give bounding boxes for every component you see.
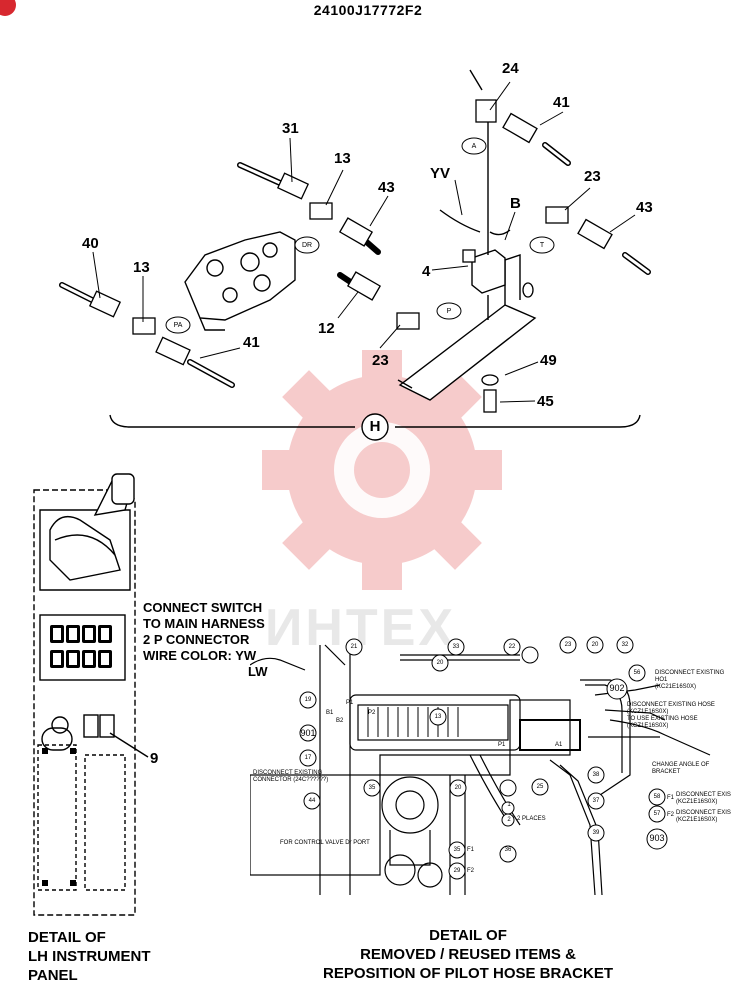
callout-23b: 23 <box>372 352 389 369</box>
lh-panel-note: CONNECT SWITCH TO MAIN HARNESS 2 P CONNE… <box>143 600 293 680</box>
pilot-callout-32: 32 <box>621 642 629 648</box>
pilot-callout-20: 20 <box>591 642 599 648</box>
note-disconnect-hose-2: DISCONNECT EXISTING HOSE (KCZ1E16S0X) TO… <box>627 702 715 729</box>
callout-23: 23 <box>584 168 601 185</box>
note-two-places: 2 PLACES <box>517 816 546 822</box>
pilot-callout-17: 17 <box>304 755 312 761</box>
label-f1b: F1 <box>667 795 675 801</box>
caption-line-1: DETAIL OF <box>28 929 106 946</box>
pilot-callout-39: 39 <box>592 830 600 836</box>
lh-panel-caption: DETAIL OF LH INSTRUMENT PANEL <box>28 928 151 985</box>
pilot-callout-29: 29 <box>453 868 461 874</box>
corner-badge <box>0 0 16 16</box>
callout-13: 13 <box>334 150 351 167</box>
pilot-callout-35b: 35 <box>453 847 461 853</box>
pilot-callout-33: 33 <box>452 644 460 650</box>
callout-9: 9 <box>150 750 159 767</box>
pilot-callout-20b: 20 <box>436 660 444 666</box>
watermark-gear-icon <box>262 350 502 590</box>
part-number-title: 24100J17772F2 <box>313 2 423 18</box>
note-line-4: WIRE COLOR: YW <box>143 648 257 663</box>
caption-line-3: REPOSITION OF PILOT HOSE BRACKET <box>322 965 614 982</box>
port-label-t: T <box>539 242 545 249</box>
label-1: 1 <box>507 802 511 808</box>
note-line-2: TO MAIN HARNESS <box>143 616 265 631</box>
pilot-callout-38: 38 <box>592 772 600 778</box>
pilot-callout-23: 23 <box>564 642 572 648</box>
note-change-angle: CHANGE ANGLE OF BRACKET <box>652 762 710 775</box>
callout-43b: 43 <box>636 199 653 216</box>
port-label-pa: PA <box>173 322 183 329</box>
note-disconnect-hose-1: DISCONNECT EXISTING HO1 (KC21E16S0X) <box>655 670 725 690</box>
caption-line-3: PANEL <box>28 967 78 984</box>
label-f1: F1 <box>467 847 475 853</box>
callout-41b: 41 <box>243 334 260 351</box>
label-a1: A1 <box>555 742 563 748</box>
pilot-callout-901: 901 <box>300 728 316 738</box>
port-label-a: A <box>471 143 477 150</box>
note-disconnect-exis-1: DISCONNECT EXIS (KCZ1E16S0X) <box>676 792 731 805</box>
caption-line-1: DETAIL OF <box>429 927 507 944</box>
lh-instrument-panel-drawing <box>33 473 149 916</box>
label-b2: B2 <box>336 718 344 724</box>
note-control-valve-port: FOR CONTROL VALVE Dr PORT <box>280 840 370 846</box>
label-b1: B1 <box>326 710 334 716</box>
pilot-callout-37: 37 <box>592 798 600 804</box>
pilot-callout-35: 35 <box>368 785 376 791</box>
callout-24: 24 <box>502 60 519 77</box>
pilot-callout-19: 19 <box>304 697 312 703</box>
note-line-5: LW <box>248 664 268 679</box>
pilot-callout-36: 36 <box>504 847 512 853</box>
label-2: 2 <box>507 817 511 823</box>
caption-line-2: REMOVED / REUSED ITEMS & <box>360 946 576 963</box>
pilot-callout-21: 21 <box>350 644 358 650</box>
callout-45: 45 <box>537 393 554 410</box>
port-label-p: P <box>446 308 452 315</box>
pilot-callout-902: 902 <box>609 683 625 693</box>
callout-12: 12 <box>318 320 335 337</box>
label-p1b: P1 <box>498 742 506 748</box>
callout-40: 40 <box>82 235 99 252</box>
port-label-dr: DR <box>301 242 313 249</box>
pilot-callout-22: 22 <box>508 644 516 650</box>
note-disconnect-connector: DISCONNECT EXISTING CONNECTOR (24C??????… <box>253 770 329 783</box>
label-p1: P1 <box>346 700 354 706</box>
note-disconnect-exis-2: DISCONNECT EXIS (KCZ1E16S0X) <box>676 810 731 823</box>
caption-line-2: LH INSTRUMENT <box>28 948 151 965</box>
callout-13b: 13 <box>133 259 150 276</box>
note-line-3: 2 P CONNECTOR <box>143 632 250 647</box>
label-f2: F2 <box>467 868 475 874</box>
pilot-callout-903: 903 <box>649 833 665 843</box>
hose-connection-drawing <box>59 69 651 441</box>
note-line-1: CONNECT SWITCH <box>143 600 263 615</box>
callout-49: 49 <box>540 352 557 369</box>
label-f2b: F2 <box>667 812 675 818</box>
pilot-callout-13: 13 <box>434 714 442 720</box>
pilot-detail-caption: DETAIL OF REMOVED / REUSED ITEMS & REPOS… <box>288 926 648 983</box>
pilot-callout-44: 44 <box>308 798 316 804</box>
pilot-callout-25: 25 <box>536 784 544 790</box>
pilot-callout-57: 57 <box>653 811 661 817</box>
view-label-h: H <box>369 418 381 435</box>
pilot-callout-56: 56 <box>633 670 641 676</box>
callout-41: 41 <box>553 94 570 111</box>
callout-31: 31 <box>282 120 299 137</box>
pilot-hose-detail-drawing <box>250 636 711 896</box>
callout-b: B <box>510 195 521 212</box>
callout-yv: YV <box>430 165 451 182</box>
label-p2: P2 <box>368 710 376 716</box>
pilot-callout-58: 58 <box>653 794 661 800</box>
callout-4: 4 <box>422 263 431 280</box>
callout-43: 43 <box>378 179 395 196</box>
pilot-callout-20c: 20 <box>454 785 462 791</box>
